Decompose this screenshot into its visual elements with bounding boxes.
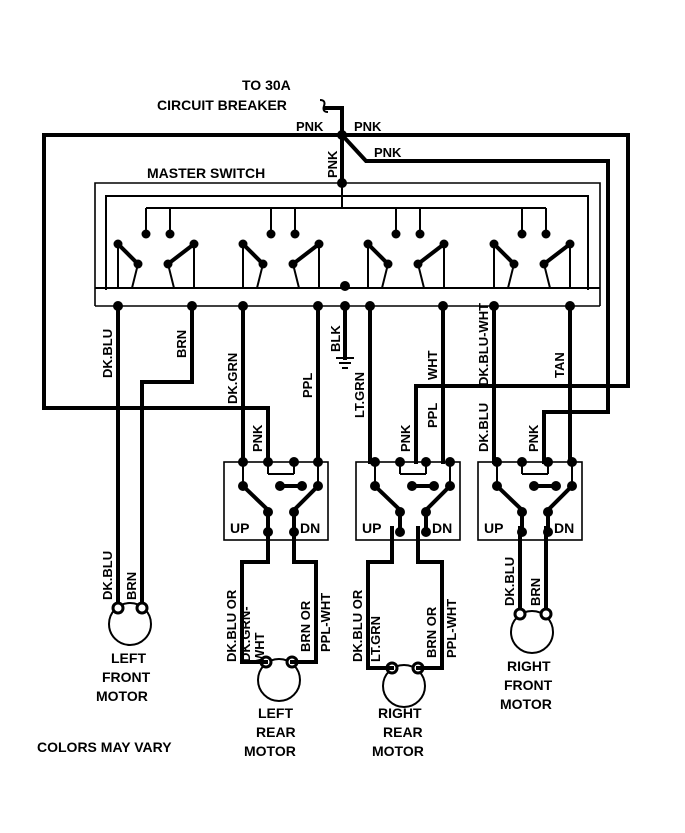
terminal	[421, 527, 431, 537]
switch-right-box	[477, 461, 583, 541]
motors	[108, 526, 554, 708]
lf-wire-a: DK.BLU	[100, 551, 115, 600]
rf-motor-line-1: RIGHT	[507, 658, 551, 674]
lf-wire-b: BRN	[124, 572, 139, 600]
rr-wire-b: BRN OR	[424, 606, 439, 658]
wire-lt-grn: LT.GRN	[352, 372, 367, 418]
contact	[266, 229, 276, 239]
wire-dk-blu: DK.BLU	[100, 329, 115, 378]
rr-motor-line-2: REAR	[383, 724, 423, 740]
rf-wire-b: BRN	[528, 578, 543, 606]
terminal	[395, 527, 405, 537]
switch-left-dn-label: DN	[300, 520, 320, 536]
wire-dk-grn: DK.GRN	[225, 353, 240, 404]
right-front-motor	[510, 610, 554, 654]
wire-pnk-center: PNK	[398, 424, 413, 452]
wire-dk-blu-wht: DK.BLU-WHT	[476, 303, 491, 386]
wire-brn: BRN	[174, 330, 189, 358]
switch-left: UP DN	[223, 457, 329, 541]
switch-right-up-label: UP	[484, 520, 503, 536]
switch-center-box	[355, 461, 461, 541]
contact	[290, 229, 300, 239]
power-source-label: TO 30A	[242, 77, 291, 93]
switch-center: UP DN	[355, 457, 461, 541]
lr-wire-a: DK.BLU OR	[224, 589, 239, 662]
rr-motor-line-1: RIGHT	[378, 705, 422, 721]
lr-motor-line-2: REAR	[256, 724, 296, 740]
door-switches: UP DN UP DN UP DN	[223, 457, 583, 541]
wire-pnk-left: PNK	[250, 424, 265, 452]
pnk-drop-label: PNK	[325, 150, 340, 178]
lf-motor-line-1: LEFT	[111, 650, 146, 666]
pnk-loops	[42, 133, 630, 464]
left-front-motor	[108, 602, 152, 646]
rf-motor-line-3: MOTOR	[500, 696, 552, 712]
contact	[165, 229, 175, 239]
lr-wire-a2: DK.GRN-	[238, 606, 253, 662]
master-switch-label: MASTER SWITCH	[147, 165, 265, 181]
ground-symbol	[336, 357, 354, 369]
rr-wire-a2: LT.GRN	[368, 616, 383, 662]
wire-ppl: PPL	[300, 373, 315, 398]
lr-wire-a3: WHT	[252, 632, 267, 662]
colors-note: COLORS MAY VARY	[37, 739, 172, 755]
rr-wire-a: DK.BLU OR	[350, 589, 365, 662]
labels: TO 30A CIRCUIT BREAKER PNK PNK PNK PNK M…	[37, 77, 567, 759]
right-rear-motor	[382, 664, 426, 708]
wire-ppl-center: PPL	[425, 403, 440, 428]
left-rear-motor	[257, 658, 301, 702]
contact	[517, 229, 527, 239]
master-cell-1	[113, 208, 199, 289]
pnk-feed-right-label: PNK	[354, 119, 382, 134]
power-source-label-2: CIRCUIT BREAKER	[157, 97, 287, 113]
pnk-branch-label: PNK	[374, 145, 402, 160]
wire-tan: TAN	[552, 352, 567, 378]
contact	[141, 229, 151, 239]
contact	[541, 229, 551, 239]
master-switch-contacts	[113, 208, 575, 289]
rf-wire-a: DK.BLU	[502, 557, 517, 606]
master-cell-3	[363, 208, 449, 289]
switch-right-dn-label: DN	[554, 520, 574, 536]
lf-motor-line-2: FRONT	[102, 669, 151, 685]
lr-motor-line-1: LEFT	[258, 705, 293, 721]
lr-wire-b2: PPL-WHT	[318, 593, 333, 652]
pnk-feed-left-label: PNK	[296, 119, 324, 134]
rr-motor-line-3: MOTOR	[372, 743, 424, 759]
switch-left-box	[223, 461, 329, 541]
master-switch	[94, 182, 601, 307]
lr-wire-b: BRN OR	[298, 600, 313, 652]
contact	[415, 229, 425, 239]
rf-motor-line-2: FRONT	[504, 677, 553, 693]
contact	[391, 229, 401, 239]
power-feed	[42, 99, 630, 188]
lf-motor-line-3: MOTOR	[96, 688, 148, 704]
wire-wht: WHT	[425, 350, 440, 380]
rr-wire-b2: PPL-WHT	[444, 599, 459, 658]
wire-pnk-right: PNK	[526, 424, 541, 452]
switch-left-up-label: UP	[230, 520, 249, 536]
wire-dk-blu-right: DK.BLU	[476, 403, 491, 452]
master-cell-2	[238, 208, 324, 289]
ground-label: BLK	[328, 325, 343, 352]
switch-center-dn-label: DN	[432, 520, 452, 536]
lr-motor-line-3: MOTOR	[244, 743, 296, 759]
master-cell-4	[489, 208, 575, 289]
switch-center-up-label: UP	[362, 520, 381, 536]
switch-right: UP DN	[477, 457, 583, 541]
